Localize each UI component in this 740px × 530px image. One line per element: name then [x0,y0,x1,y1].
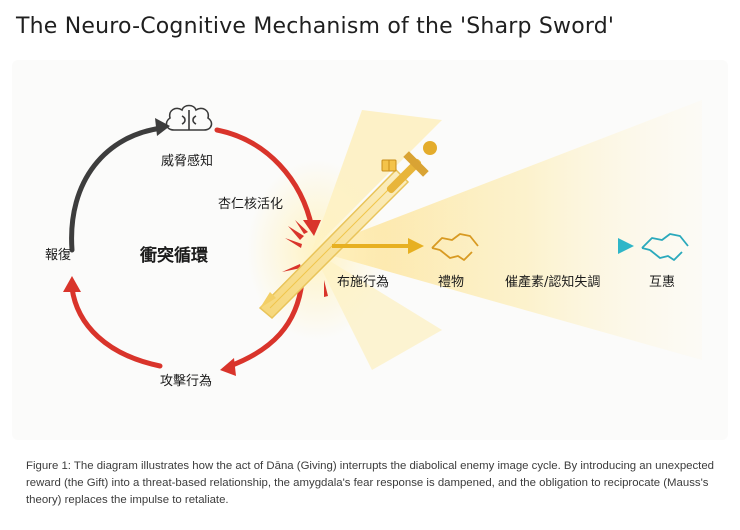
cycle-arc-retaliation-to-threat [69,125,165,253]
flow-arrow-gold [332,238,424,254]
cycle-arc-aggression-to-retaliation [69,285,163,369]
diagram-panel: 威脅感知 杏仁核活化 衝突循環 報復 攻擊行為 布施行為 禮物 催產素/認知失調… [12,60,728,440]
oxytocin-label: 催產素/認知失調 [505,275,601,290]
reciprocity-label: 互惠 [649,275,676,290]
handshake-icon [431,233,479,261]
flow-arrow-gradient [478,238,634,254]
handshake-icon-reciprocity [641,233,689,261]
page-title: The Neuro-Cognitive Mechanism of the 'Sh… [16,14,615,39]
aggressive-behavior-label: 攻擊行為 [160,374,213,389]
diagram-canvas [63,100,702,376]
figure-caption: Figure 1: The diagram illustrates how th… [26,460,715,506]
retaliation-label: 報復 [45,248,72,263]
cycle-arrowhead-retaliation [63,276,81,292]
cycle-arrowhead-dark [155,118,170,136]
conflict-cycle-label: 衝突循環 [140,246,208,266]
cycle-arrowhead-amygdala [303,220,321,236]
cycle-arc-threat-to-amygdala [214,127,315,231]
giving-act-label: 布施行為 [337,275,390,290]
cycle-arrowhead-aggression [220,358,236,376]
light-beam [312,100,702,360]
threat-perception-label: 威脅感知 [161,154,214,169]
cycle-arc-sword-to-aggression [227,279,305,369]
brain-icon [165,104,213,131]
gift-label: 禮物 [438,275,465,290]
amygdala-activation-label: 杏仁核活化 [218,197,284,212]
